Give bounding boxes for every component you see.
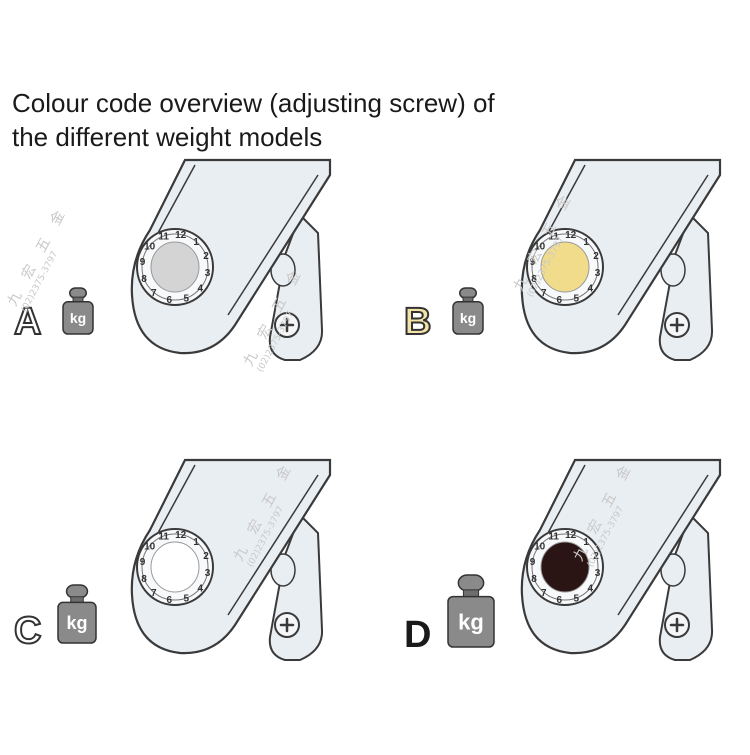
bracket-screw-icon xyxy=(664,312,690,338)
dial-number: 12 xyxy=(565,530,577,541)
handle-edge-line xyxy=(617,474,709,616)
dial-number: 1 xyxy=(193,537,199,548)
weight-icon: kg xyxy=(447,574,495,648)
dial-number: 11 xyxy=(158,232,169,243)
dial-number: 3 xyxy=(205,268,211,279)
dial-number: 10 xyxy=(534,241,546,252)
dial-number: 2 xyxy=(593,251,599,262)
dial-number: 3 xyxy=(595,568,601,579)
dial-number: 7 xyxy=(151,288,157,299)
dial-number: 12 xyxy=(565,230,577,241)
dial-number: 2 xyxy=(593,551,599,562)
weight-kg-label: kg xyxy=(66,613,87,633)
adjusting-screw-color xyxy=(540,241,590,293)
dial-number: 11 xyxy=(548,232,559,243)
weight-icon: kg xyxy=(62,287,94,335)
dial-number: 1 xyxy=(193,237,199,248)
bracket-screw-icon xyxy=(664,612,690,638)
handle-edge-line xyxy=(157,164,196,234)
handle-edge-line xyxy=(547,164,586,234)
dial-number: 6 xyxy=(557,595,563,606)
dial-number: 6 xyxy=(557,295,563,306)
dial-number: 11 xyxy=(158,532,169,543)
handle-edge-line xyxy=(547,464,586,534)
dial-number: 1 xyxy=(583,537,589,548)
dial-number: 6 xyxy=(167,295,173,306)
handle-edge-line xyxy=(227,474,319,616)
dial-number: 7 xyxy=(541,588,547,599)
dial-number: 4 xyxy=(588,584,594,595)
dial-number: 10 xyxy=(534,541,546,552)
weight-icon: kg xyxy=(452,287,484,335)
title-line-2: the different weight models xyxy=(12,122,323,152)
dial-number: 11 xyxy=(548,532,559,543)
dial-number: 8 xyxy=(531,574,537,585)
dial-number: 3 xyxy=(205,568,211,579)
adjusting-screw-color xyxy=(150,541,200,593)
dial-number: 12 xyxy=(175,230,187,241)
dial-number: 7 xyxy=(541,288,547,299)
handle-edge-line xyxy=(227,174,319,316)
dial-number: 7 xyxy=(151,588,157,599)
dial-number: 8 xyxy=(531,274,537,285)
dial-number: 4 xyxy=(198,584,204,595)
model-letter: C xyxy=(14,610,41,652)
handle-edge-line xyxy=(157,464,196,534)
dial-number: 4 xyxy=(588,284,594,295)
dial-number: 6 xyxy=(167,595,173,606)
bracket-screw-icon xyxy=(274,312,300,338)
dial-number: 5 xyxy=(574,594,580,605)
weight-icon: kg xyxy=(57,584,97,644)
dial-number: 8 xyxy=(141,574,147,585)
title-line-1: Colour code overview (adjusting screw) o… xyxy=(12,88,495,118)
handle-edge-line xyxy=(617,174,709,316)
dial-number: 2 xyxy=(203,551,209,562)
dial-number: 5 xyxy=(574,294,580,305)
weight-kg-label: kg xyxy=(458,610,484,635)
dial-number: 5 xyxy=(184,594,190,605)
page-title: Colour code overview (adjusting screw) o… xyxy=(12,86,612,154)
weight-kg-label: kg xyxy=(460,310,476,326)
weight-kg-label: kg xyxy=(70,310,86,326)
dial-number: 9 xyxy=(140,557,146,568)
dial-number: 5 xyxy=(184,294,190,305)
bracket-screw-icon xyxy=(274,612,300,638)
dial-number: 12 xyxy=(175,530,187,541)
model-letter: D xyxy=(404,614,431,656)
dial-number: 9 xyxy=(530,257,536,268)
dial-number: 2 xyxy=(203,251,209,262)
dial-number: 10 xyxy=(144,541,156,552)
model-letter: A xyxy=(14,301,41,343)
dial-number: 3 xyxy=(595,268,601,279)
adjusting-screw-color xyxy=(150,241,200,293)
model-letter: B xyxy=(404,301,431,343)
adjusting-screw-color xyxy=(540,541,590,593)
dial-number: 4 xyxy=(198,284,204,295)
dial-number: 9 xyxy=(140,257,146,268)
dial-number: 8 xyxy=(141,274,147,285)
dial-number: 1 xyxy=(583,237,589,248)
dial-number: 10 xyxy=(144,241,156,252)
dial-number: 9 xyxy=(530,557,536,568)
